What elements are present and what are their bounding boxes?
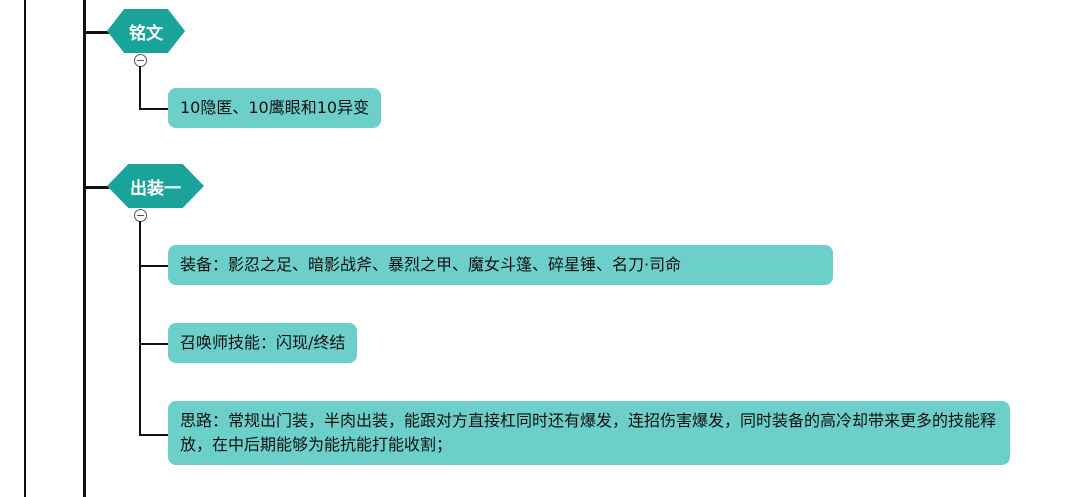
main-spine (83, 0, 86, 497)
connector (139, 343, 169, 345)
leaf-node[interactable]: 10隐匿、10鹰眼和10异变 (168, 88, 382, 128)
leaf-node[interactable]: 思路：常规出门装，半肉出装，能跟对方直接杠同时还有爆发，连招伤害爆发，同时装备的… (168, 401, 1010, 465)
connector (84, 186, 109, 189)
leaf-node[interactable]: 召唤师技能：闪现/终结 (168, 323, 358, 363)
leaf-text: 思路：常规出门装，半肉出装，能跟对方直接杠同时还有爆发，连招伤害爆发，同时装备的… (180, 411, 997, 454)
leaf-text: 召唤师技能：闪现/终结 (180, 333, 346, 352)
topic-node-chuzhuang1[interactable]: 出装一 (107, 164, 204, 208)
connector (139, 66, 141, 110)
leaf-text: 10隐匿、10鹰眼和10异变 (180, 98, 370, 117)
topic-label: 铭文 (129, 23, 163, 44)
connector (139, 265, 169, 267)
topic-node-mingwen[interactable]: 铭文 (107, 9, 185, 53)
connector (84, 31, 109, 34)
connector (139, 434, 169, 436)
connector (139, 221, 141, 436)
connector (139, 108, 169, 110)
leaf-text: 装备：影忍之足、暗影战斧、暴烈之甲、魔女斗篷、碎星锤、名刀·司命 (180, 255, 682, 274)
topic-label: 出装一 (130, 178, 181, 199)
leaf-node[interactable]: 装备：影忍之足、暗影战斧、暴烈之甲、魔女斗篷、碎星锤、名刀·司命 (168, 245, 833, 285)
outer-spine (24, 0, 26, 497)
